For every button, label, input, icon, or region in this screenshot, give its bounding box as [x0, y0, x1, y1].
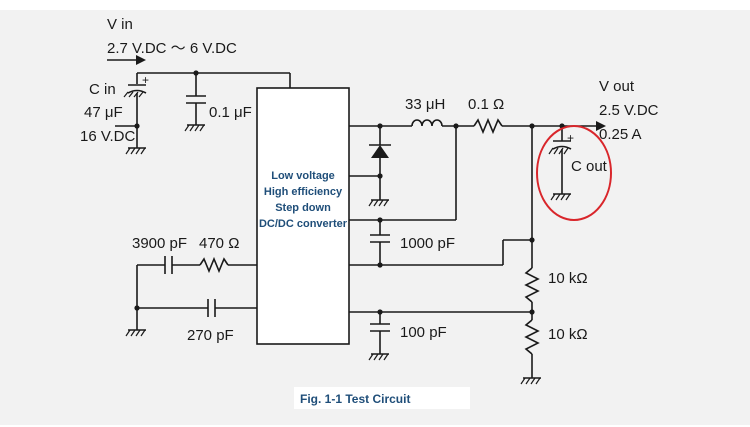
divider-midpoint-line	[349, 309, 532, 361]
cin-voltage: 16 V.DC	[80, 128, 135, 145]
vout-current: 0.25 A	[599, 126, 642, 143]
sense-resistor-value: 0.1 Ω	[468, 96, 504, 113]
inductor	[411, 119, 474, 129]
cout-name: C out	[571, 158, 608, 175]
cout-capacitor: +	[548, 126, 574, 201]
feedback-1000pf	[349, 126, 457, 268]
cin-capacitor: +	[115, 73, 149, 148]
sense-resistor	[473, 117, 606, 135]
vin-range: 2.7 V.DC ～ 6 V.DC	[107, 40, 237, 57]
cin-ground	[125, 147, 146, 155]
r-bottom-value: 10 kΩ	[548, 326, 588, 343]
ic-label-line3: Step down	[275, 202, 331, 214]
inductor-value: 33 μH	[405, 96, 445, 113]
input-rail	[137, 70, 291, 88]
svg-text:+: +	[567, 131, 574, 145]
cout-highlight-circle	[536, 125, 612, 221]
figure-caption: Fig. 1-1 Test Circuit	[300, 392, 410, 406]
comp-res-value: 470 Ω	[199, 235, 239, 252]
output-sense-line	[349, 126, 535, 268]
ic-label-line4: DC/DC converter	[259, 218, 348, 230]
vout-label: V out	[599, 78, 635, 95]
r-top-value: 10 kΩ	[548, 270, 588, 287]
compensation-network	[125, 256, 257, 337]
cin-name: C in	[89, 81, 116, 98]
ic-label-line2: High efficiency	[264, 186, 343, 198]
divider-resistor-bottom	[520, 319, 541, 385]
catch-diode	[349, 144, 391, 207]
cin-value: 47 μF	[84, 104, 123, 121]
input-arrow	[107, 55, 146, 65]
caption-box	[294, 387, 470, 409]
svg-text:+: +	[142, 73, 149, 87]
ic-label-line1: Low voltage	[271, 170, 335, 182]
cap-1000pf-value: 1000 pF	[400, 235, 455, 252]
converter-ic	[256, 87, 350, 345]
schematic-panel	[0, 10, 750, 425]
comp-cap-value: 3900 pF	[132, 235, 187, 252]
cap-100pf-value: 100 pF	[400, 324, 447, 341]
bypass-capacitor	[184, 73, 206, 132]
cap-270pf-value: 270 pF	[187, 327, 234, 344]
switch-node	[349, 123, 412, 145]
vin-label: V in	[107, 16, 133, 33]
vout-voltage: 2.5 V.DC	[599, 102, 659, 119]
bypass-cap-value: 0.1 μF	[209, 104, 252, 121]
